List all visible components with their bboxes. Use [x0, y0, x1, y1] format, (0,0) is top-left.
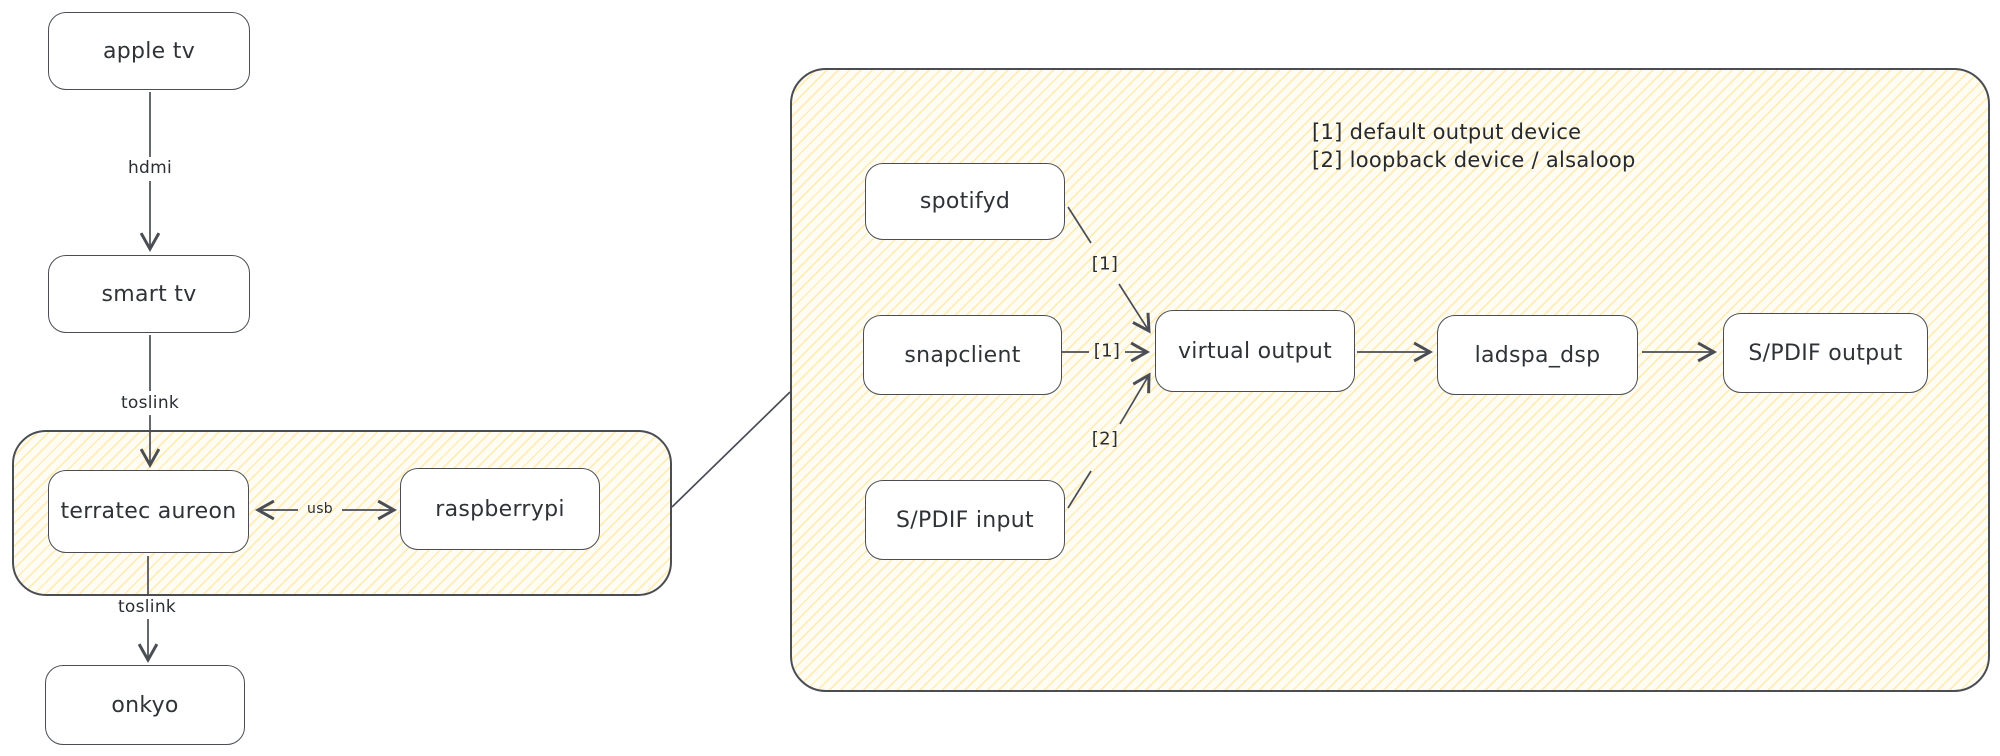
node-onkyo-label: onkyo	[111, 692, 179, 718]
edge-spdifin-virtual-head	[1119, 372, 1151, 425]
node-ladspa-dsp: ladspa_dsp	[1437, 315, 1638, 395]
edge-label-spdif-2: [2]	[1091, 428, 1119, 450]
node-snapclient: snapclient	[863, 315, 1062, 395]
edge-spdifin-virtual	[1067, 470, 1092, 509]
edge-label-hdmi: hdmi	[127, 158, 173, 178]
legend-line-1: [1] default output device	[1312, 120, 1582, 144]
node-apple-tv: apple tv	[48, 12, 250, 90]
node-spotifyd-label: spotifyd	[919, 189, 1011, 214]
node-smart-tv-label: smart tv	[101, 281, 197, 307]
edge-label-toslink-bottom: toslink	[117, 597, 177, 617]
node-raspberrypi-label: raspberrypi	[435, 496, 565, 522]
node-terratec-aureon-label: terratec aureon	[60, 499, 237, 524]
edge-spotifyd-virtual	[1067, 206, 1092, 244]
node-smart-tv: smart tv	[48, 255, 250, 333]
node-snapclient-label: snapclient	[904, 342, 1021, 368]
node-spdif-output: S/PDIF output	[1723, 313, 1928, 393]
legend-line-2: [2] loopback device / alsaloop	[1312, 148, 1636, 172]
edge-label-usb: usb	[307, 501, 333, 517]
edge-label-snapclient-1: [1]	[1093, 340, 1121, 362]
edge-label-toslink-top: toslink	[120, 393, 180, 413]
legend: [1] default output device [2] loopback d…	[1312, 118, 1636, 174]
node-onkyo: onkyo	[45, 665, 245, 745]
node-spdif-output-label: S/PDIF output	[1748, 340, 1903, 366]
node-spdif-input-label: S/PDIF input	[896, 507, 1034, 533]
edge-group-connector	[671, 391, 791, 508]
edge-label-spotifyd-1: [1]	[1091, 253, 1119, 275]
node-ladspa-dsp-label: ladspa_dsp	[1474, 342, 1601, 368]
node-spdif-input: S/PDIF input	[865, 480, 1065, 560]
node-virtual-output: virtual output	[1155, 310, 1355, 392]
edge-spotifyd-virtual-head	[1118, 283, 1151, 334]
node-virtual-output-label: virtual output	[1177, 338, 1333, 364]
node-raspberrypi: raspberrypi	[400, 468, 600, 550]
node-spotifyd: spotifyd	[865, 163, 1065, 240]
node-apple-tv-label: apple tv	[102, 38, 196, 64]
node-terratec-aureon: terratec aureon	[48, 470, 249, 553]
